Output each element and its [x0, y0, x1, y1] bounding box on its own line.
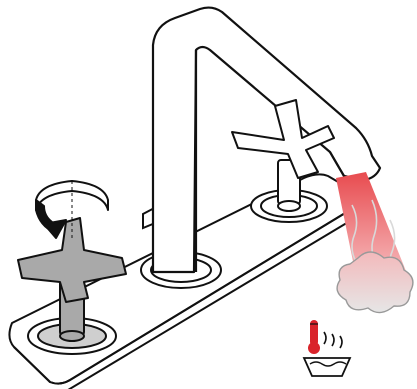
hot-water-warning-icon [304, 320, 350, 376]
rotation-arrow-icon [36, 181, 108, 240]
